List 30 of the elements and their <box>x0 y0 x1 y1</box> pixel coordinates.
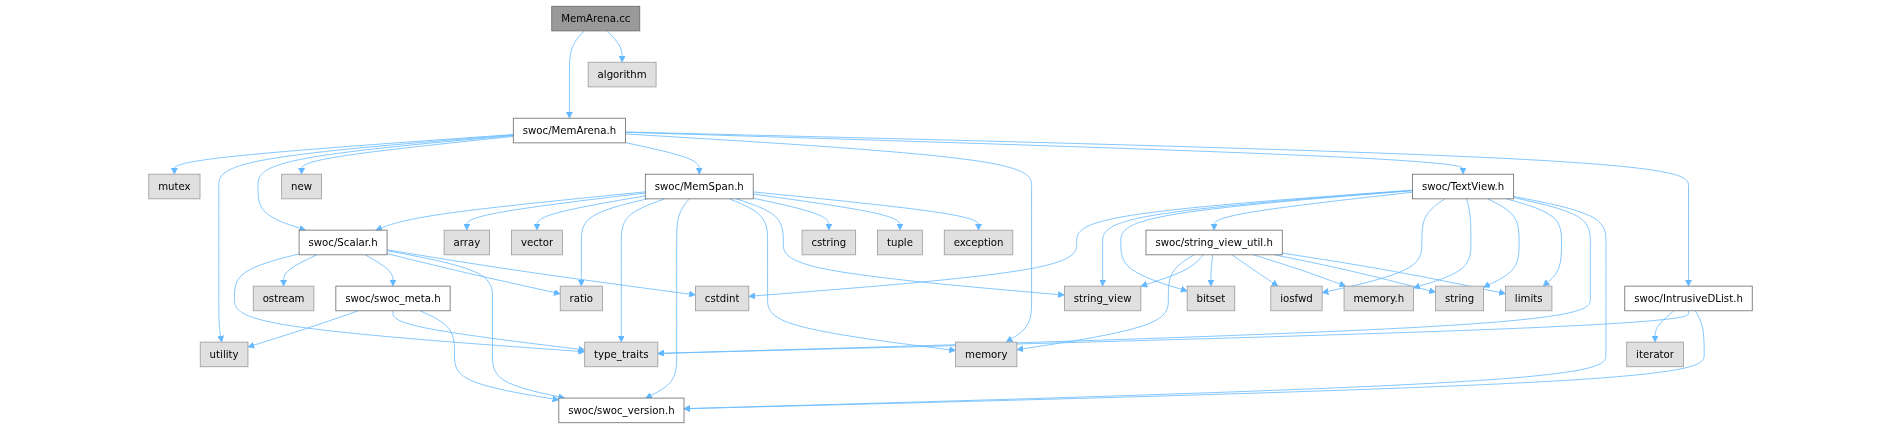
node-box: utility <box>199 341 249 368</box>
node-box: string_view <box>1063 285 1142 312</box>
node-box: swoc/IntrusiveDList.h <box>1624 285 1753 312</box>
node-box: exception <box>943 229 1014 256</box>
node-box: mutex <box>148 173 201 200</box>
node-box: array <box>443 229 490 256</box>
node-box: limits <box>1505 285 1553 312</box>
node-box: type_traits <box>584 341 659 368</box>
node-box: swoc/Scalar.h <box>298 229 388 256</box>
node-box: algorithm <box>587 61 657 88</box>
node-box: memory <box>955 341 1018 368</box>
node-box: new <box>281 173 322 200</box>
node-box: swoc/string_view_util.h <box>1145 229 1283 256</box>
node-box: iosfwd <box>1270 285 1323 312</box>
node-box: swoc/swoc_meta.h <box>335 285 451 312</box>
node-box: ratio <box>559 285 603 312</box>
node-box: memory.h <box>1343 285 1414 312</box>
node-box: bitset <box>1186 285 1236 312</box>
node-box: tuple <box>877 229 923 256</box>
node-box: swoc/swoc_version.h <box>558 397 685 424</box>
node-box: swoc/MemArena.h <box>512 117 626 144</box>
node-box: string <box>1435 285 1484 312</box>
node-box: MemArena.cc <box>551 5 641 32</box>
node-box: cstdint <box>695 285 750 312</box>
node-box: swoc/MemSpan.h <box>644 173 754 200</box>
node-box: iterator <box>1626 341 1684 368</box>
node-box: vector <box>511 229 563 256</box>
node-box: ostream <box>252 285 315 312</box>
node-box: cstring <box>801 229 857 256</box>
node-box: swoc/TextView.h <box>1412 173 1515 200</box>
